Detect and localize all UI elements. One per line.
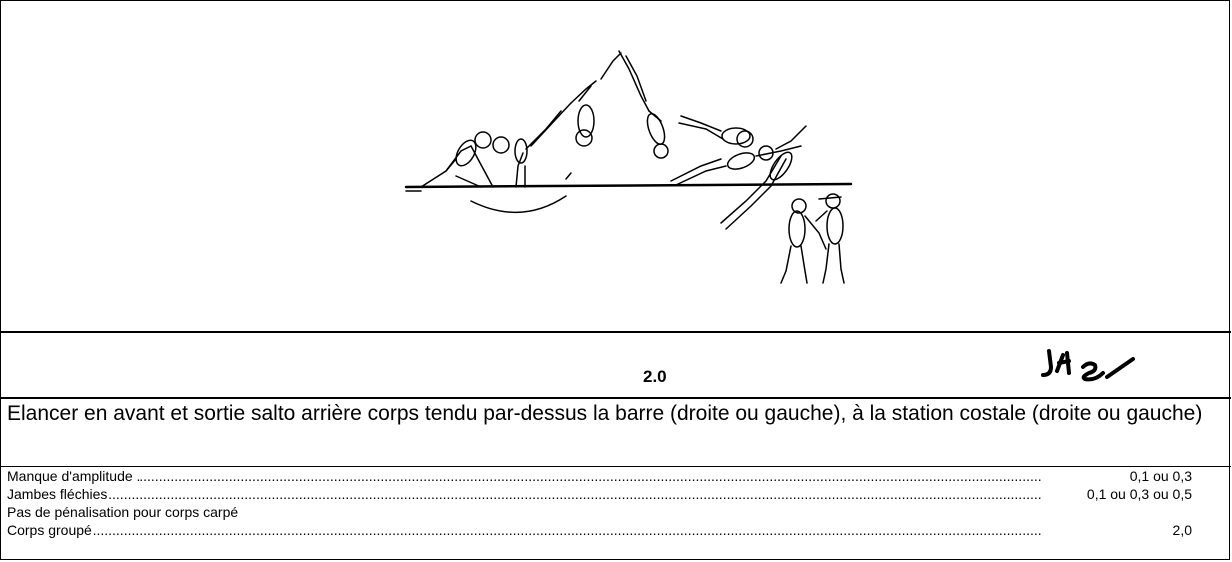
deduction-label: Manque d'amplitude . <box>7 468 141 484</box>
deduction-row: ........................................… <box>7 521 1192 539</box>
judge-signature <box>1041 349 1135 382</box>
gymnast-sequence-drawing <box>404 50 853 284</box>
deduction-value: 2,0 <box>1170 521 1192 539</box>
deduction-row: ........................................… <box>7 467 1192 485</box>
deduction-label: Corps groupé <box>7 522 92 538</box>
skill-illustration <box>1 1 1231 333</box>
difficulty-value: 2.0 <box>643 367 667 386</box>
deduction-value: 0,1 ou 0,3 ou 0,5 <box>1084 485 1192 503</box>
deduction-row: Pas de pénalisation pour corps carpé <box>1 503 1231 521</box>
deduction-label: Jambes fléchies <box>7 486 108 502</box>
value-row: 2.0 <box>1 333 1231 399</box>
deduction-list: ........................................… <box>1 466 1231 539</box>
deduction-value: 0,1 ou 0,3 <box>1127 467 1192 485</box>
deduction-row: ........................................… <box>7 485 1192 503</box>
skill-description: Elancer en avant et sortie salto arrière… <box>7 402 1203 425</box>
deduction-label: Pas de pénalisation pour corps carpé <box>7 504 239 520</box>
